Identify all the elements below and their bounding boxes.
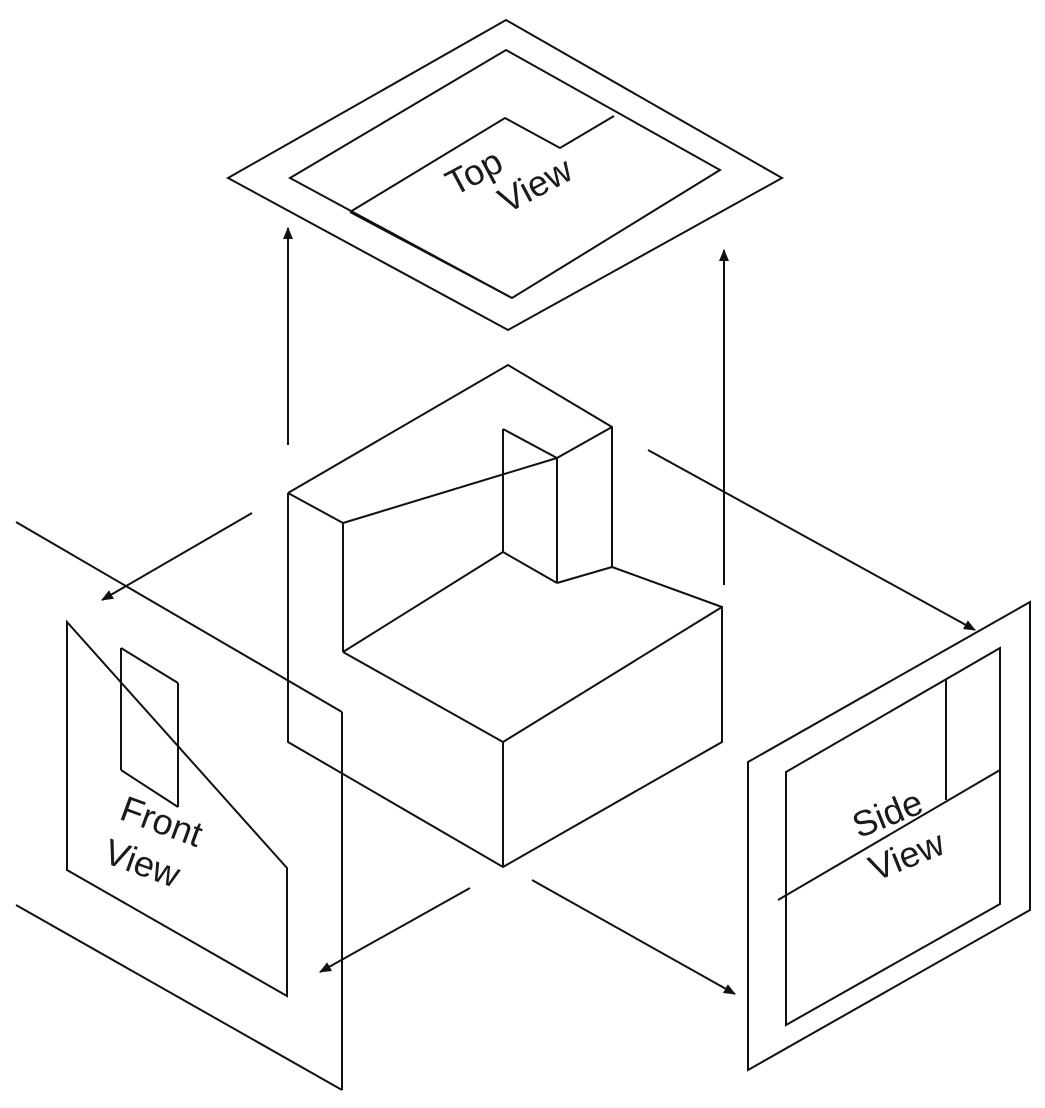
block-floor-inner-crease	[502, 551, 558, 584]
top-view-edge	[349, 211, 513, 299]
block-floor-front-left	[342, 651, 504, 743]
top-view-label-line2: View	[491, 148, 579, 221]
front-view-label: Front View	[99, 788, 208, 896]
front-view-plane: Front View	[15, 521, 343, 1091]
block-silhouette	[287, 363, 723, 869]
arrow-side-lower	[531, 879, 736, 995]
top-plane-outer-frame	[225, 18, 785, 332]
block-tower-inner-top	[502, 428, 558, 459]
front-view-outline	[66, 619, 288, 998]
projection-arrows	[101, 227, 976, 995]
top-view-outline	[349, 115, 615, 213]
arrow-side-upper	[647, 449, 976, 631]
block-floor-front-right	[502, 606, 723, 743]
top-view-label: Top View	[439, 140, 580, 221]
side-view-plane: Side View	[747, 600, 1031, 1072]
front-view-edge-top	[120, 647, 179, 684]
block-tower-top-right	[556, 426, 613, 459]
block-floor-back-edge	[342, 551, 504, 653]
side-plane-outer-frame	[747, 600, 1031, 1072]
block-front-top-edge	[287, 492, 344, 524]
front-plane-bottom-edge	[15, 904, 343, 1091]
top-view-plane: Top View	[225, 18, 785, 332]
arrow-front-upper	[101, 512, 253, 601]
side-view-label: Side View	[846, 781, 951, 889]
arrow-front-lower	[319, 887, 471, 973]
isometric-l-block	[287, 363, 723, 869]
block-back-top-edge	[342, 457, 558, 524]
front-view-edge-bottom	[120, 769, 179, 808]
side-view-edge-horizontal	[777, 769, 1001, 901]
side-plane-inner-frame	[785, 646, 1001, 1027]
block-floor-right-crease	[556, 566, 613, 584]
